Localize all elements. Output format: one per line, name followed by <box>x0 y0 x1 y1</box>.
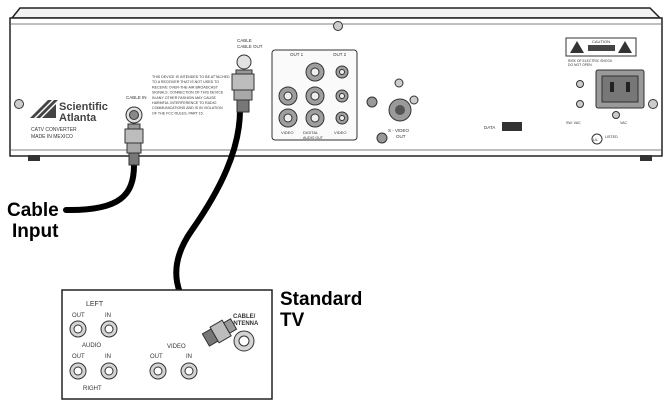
ul-label: UL <box>593 137 599 142</box>
cable-out-jack <box>236 54 252 70</box>
warning-line-2: DO NOT OPEN <box>568 63 592 67</box>
svideo-sub: OUT <box>396 134 406 139</box>
cable-out-plug <box>231 69 255 113</box>
warning-triangle-icon <box>618 41 632 53</box>
fcc-notice-line: THIS DEVICE IS INTENDED TO BE ATTACHED <box>152 75 230 79</box>
cable-out-label-1: CABLE <box>237 38 252 43</box>
rca-jack-center <box>283 91 293 101</box>
rca-jack-center <box>339 93 345 99</box>
caution-panel: CAUTION RISK OF ELECTRIC SHOCK DO NOT OP… <box>565 37 637 67</box>
model-line-1: CATV CONVERTER <box>31 127 77 133</box>
tv-audio-left-out-label: OUT <box>72 313 85 319</box>
ac-out-label: SW. VAC <box>566 121 581 125</box>
fcc-notice-line: IN ANY OTHER FASHION MAY CAUSE <box>152 96 217 100</box>
tv-video-in-label: IN <box>186 354 192 360</box>
tv-video-label: VIDEO <box>167 344 186 350</box>
fcc-notice-line: OF THE FCC RULES, PART 15. <box>152 111 204 115</box>
rca-jack-center <box>310 67 320 77</box>
tv-back-panel: LEFT OUT IN AUDIO OUT IN RIGHT VIDEO OUT… <box>61 289 273 400</box>
tv-audio-right-out-label: OUT <box>72 354 85 360</box>
cable-in-plug <box>124 123 144 166</box>
brand-line-1: Scientific <box>59 101 108 113</box>
small-jack-icon <box>612 111 620 119</box>
fcc-notice: THIS DEVICE IS INTENDED TO BE ATTACHEDTO… <box>152 75 230 115</box>
tv-cable-antenna-label-2: ANTENNA <box>229 321 259 327</box>
small-jack-icon <box>394 78 404 88</box>
audio-out-label: AUDIO OUT <box>303 136 324 140</box>
cable-in-label: CABLE IN <box>126 95 147 100</box>
listed-label: LISTED <box>605 135 618 139</box>
out2-label: OUT 2 <box>333 52 347 57</box>
tv-left-label: LEFT <box>86 301 104 308</box>
small-jack-icon <box>409 95 419 105</box>
screw-icon <box>333 21 343 31</box>
tv-audio-right-in-label: IN <box>105 354 111 360</box>
fcc-notice-line: HARMFUL INTERFERENCE TO RADIO <box>152 101 217 105</box>
rca-jack-center <box>339 115 345 121</box>
rca-label-digital: DIGITAL <box>303 130 319 135</box>
rca-jacks <box>278 62 349 128</box>
warning-line-1: RISK OF ELECTRIC SHOCK <box>568 59 613 63</box>
tv-audio-left-in-label: IN <box>105 313 111 319</box>
rca-jack-center <box>310 113 320 123</box>
model-line-2: MADE IN MEXICO <box>31 134 73 140</box>
standard-tv-callout-1: Standard <box>280 289 362 310</box>
warning-triangle-icon <box>570 41 584 53</box>
rca-jack-center <box>310 91 320 101</box>
rca-label-video: VIDEO <box>281 130 293 135</box>
cable-input-callout-2: Input <box>12 221 59 242</box>
tv-antenna-plug <box>201 318 238 347</box>
caution-label: CAUTION <box>592 39 610 44</box>
fcc-notice-line: COMMUNICATIONS AND IS IN VIOLATION <box>152 106 223 110</box>
converter-top-edge <box>10 7 662 19</box>
fcc-notice-line: TO A RECEIVER THAT IS NOT USED TO <box>152 80 219 84</box>
fcc-notice-line: RECEIVE OVER-THE-AIR BROADCAST <box>152 85 219 89</box>
brand-line-2: Atlanta <box>59 112 97 124</box>
screw-icon <box>14 99 24 109</box>
standard-tv-callout-2: TV <box>280 310 305 331</box>
cable-input-wire <box>63 162 137 213</box>
tv-audio-label: AUDIO <box>82 343 101 349</box>
ul-mark-icon <box>591 133 603 145</box>
rca-label-video-2: VIDEO <box>334 130 346 135</box>
rca-jack-center <box>283 113 293 123</box>
rca-jack-center <box>339 69 345 75</box>
cable-out-label: CABLE OUT <box>237 44 263 49</box>
small-jack-icon <box>576 100 584 108</box>
out1-label: OUT 1 <box>290 52 304 57</box>
small-jack-icon <box>376 132 388 144</box>
screw-icon <box>648 99 658 109</box>
tv-cable-antenna-label-1: CABLE/ <box>233 314 256 320</box>
ac-in-label: VAC <box>620 121 628 125</box>
tv-right-label: RIGHT <box>83 386 102 392</box>
svideo-label: S - VIDEO <box>388 128 410 133</box>
data-label: DATA <box>484 125 495 130</box>
data-port <box>502 122 522 131</box>
converter-back-panel: Scientific Atlanta CATV CONVERTER MADE I… <box>9 7 663 161</box>
cable-input-callout-1: Cable <box>7 200 59 221</box>
small-jack-icon <box>576 80 584 88</box>
scientific-atlanta-logo: Scientific Atlanta CATV CONVERTER MADE I… <box>30 100 108 140</box>
fcc-notice-line: SIGNALS. CONNECTION OF THIS DEVICE <box>152 91 224 95</box>
tv-video-out-label: OUT <box>150 354 163 360</box>
small-jack-icon <box>366 96 378 108</box>
